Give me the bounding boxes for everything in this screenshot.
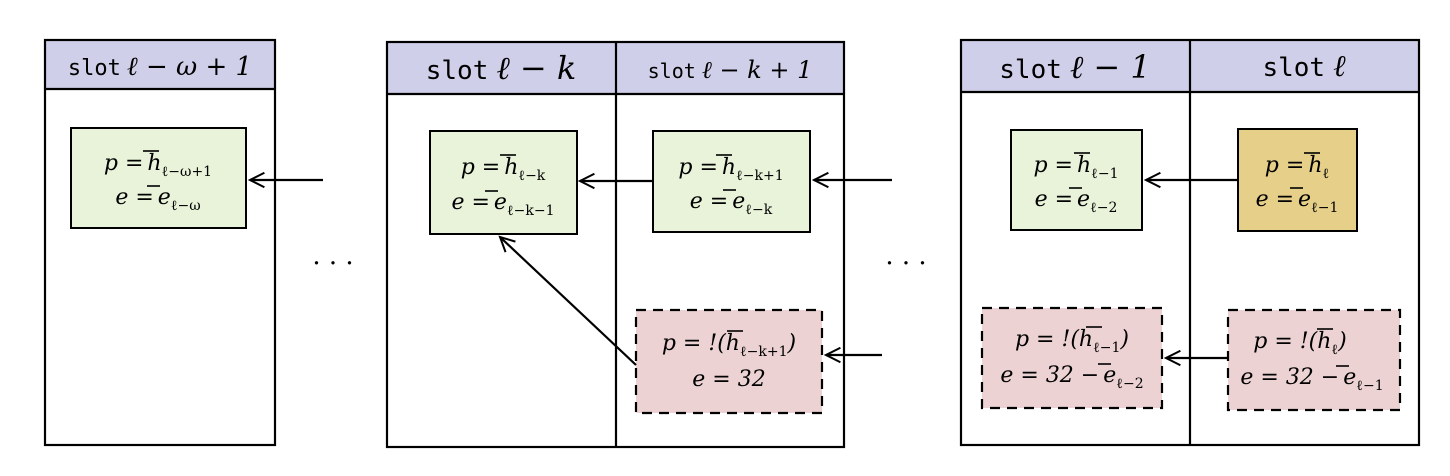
block-1-p: p =hℓ−ω+1 xyxy=(104,151,212,180)
block-5-e: e =eℓ−1 xyxy=(1256,187,1339,216)
dashed-block-4-p: p = !(hℓ−1) xyxy=(1015,327,1129,356)
slot-header-1 xyxy=(45,40,275,89)
dashed-block-3 xyxy=(634,308,824,415)
block-box-4 xyxy=(1010,129,1143,231)
dashed-block-5-p: p = !(hℓ) xyxy=(1253,329,1346,358)
dashed-block-5 xyxy=(1226,308,1402,412)
dashed-block-4-e: e = 32 −eℓ−2 xyxy=(1000,363,1143,392)
block-4-e: e =eℓ−2 xyxy=(1035,187,1118,216)
slot-column-1 xyxy=(43,38,277,447)
block-2-p: p =hℓ−k xyxy=(461,155,546,184)
arrows xyxy=(250,180,1238,365)
dashed-block-3-p: p = !(hℓ−k+1) xyxy=(662,331,796,360)
dashed-block-3-e: e = 32 xyxy=(692,367,765,392)
dashed-block-5-e: e = 32 −eℓ−1 xyxy=(1240,365,1383,394)
block-box-5 xyxy=(1237,128,1358,232)
block-4-p: p =hℓ−1 xyxy=(1033,153,1118,182)
block-box-1 xyxy=(70,127,247,229)
dashed-block-4 xyxy=(980,306,1164,410)
ellipsis-left: · · · xyxy=(312,249,353,279)
block-3-e: e =eℓ−k xyxy=(690,189,773,218)
arrow-dashed-3-to-block-2 xyxy=(500,237,637,366)
block-5-p: p =hℓ xyxy=(1265,153,1330,182)
block-2-e: e =eℓ−k−1 xyxy=(451,190,554,219)
block-1-e: e =eℓ−ω xyxy=(115,185,200,214)
ellipsis-right: · · · xyxy=(885,249,926,279)
block-box-2 xyxy=(429,130,578,235)
block-3-p: p =hℓ−k+1 xyxy=(678,155,783,184)
block-box-3 xyxy=(652,130,811,233)
